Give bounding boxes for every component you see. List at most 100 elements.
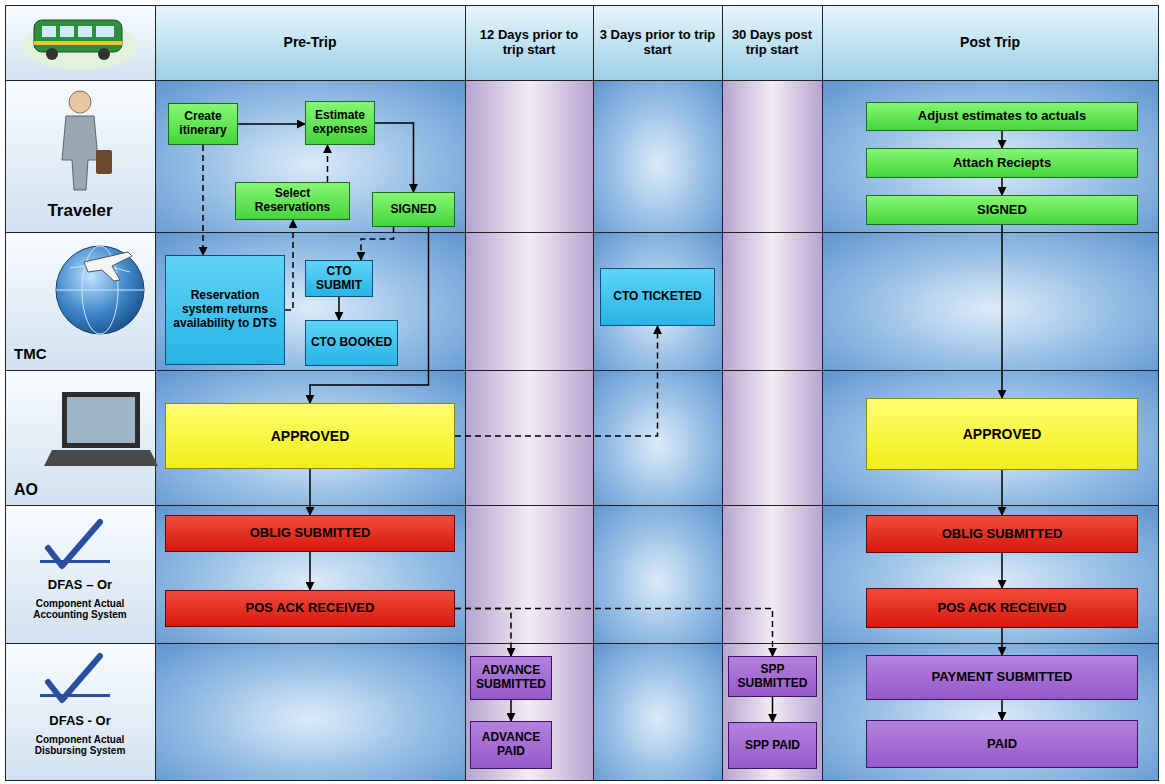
lane-cell — [5, 643, 156, 781]
dfas-check-logo — [40, 522, 110, 566]
box-text: SPP SUBMITTED — [733, 663, 812, 691]
lane-label: TMC — [10, 342, 70, 366]
lane-sublabel: Component Actual Accounting System — [8, 594, 152, 624]
lane-cell — [465, 80, 594, 233]
connector — [361, 227, 394, 260]
dfas-check-logo — [40, 656, 110, 700]
connector — [238, 123, 305, 125]
box-text: APPROVED — [271, 428, 350, 444]
box-text: Attach Reciepts — [953, 156, 1051, 171]
process-box: OBLIG SUBMITTED — [866, 515, 1138, 553]
connector — [1001, 225, 1003, 398]
box-text: CTO SUBMIT — [310, 265, 368, 293]
connector — [455, 609, 511, 657]
box-text: SIGNED — [977, 203, 1027, 218]
box-text: OBLIG SUBMITTED — [250, 526, 371, 541]
process-box: PAID — [866, 720, 1138, 768]
process-box: Adjust estimates to actuals — [866, 102, 1138, 131]
connector — [455, 326, 658, 436]
box-text: Reservation system returns availability … — [170, 289, 280, 330]
bus-icon — [22, 20, 138, 70]
column-header: 12 Days prior to trip start — [465, 5, 593, 80]
process-box: CTO TICKETED — [600, 268, 715, 326]
process-box: APPROVED — [165, 403, 455, 469]
connector — [1001, 700, 1003, 720]
column-header: 3 Days prior to trip start — [593, 5, 722, 80]
box-text: CTO BOOKED — [311, 336, 392, 350]
process-box: SIGNED — [866, 195, 1138, 225]
process-box: Reservation system returns availability … — [165, 255, 285, 365]
process-box: APPROVED — [866, 398, 1138, 470]
process-box: OBLIG SUBMITTED — [165, 515, 455, 552]
lane-cell — [722, 80, 823, 233]
process-box: SIGNED — [372, 192, 455, 227]
lane-cell — [465, 232, 594, 371]
connector — [1001, 470, 1003, 515]
lane-cell — [155, 643, 466, 781]
laptop-icon — [44, 392, 158, 466]
lane-cell — [593, 80, 723, 233]
column-header: 30 Days post trip start — [722, 5, 822, 80]
column-header: Pre-Trip — [155, 5, 465, 80]
connector — [1001, 553, 1003, 588]
box-text: Estimate expenses — [310, 109, 370, 137]
box-text: APPROVED — [963, 426, 1042, 442]
box-text: SPP PAID — [745, 739, 800, 753]
lane-sublabel: Component Actual Disbursing System — [8, 730, 152, 760]
globe-plane-icon — [56, 246, 144, 334]
process-box: CTO SUBMIT — [305, 260, 373, 297]
box-text: PAID — [987, 737, 1017, 752]
process-box: Estimate expenses — [305, 101, 375, 145]
box-text: Create itinerary — [173, 110, 233, 138]
box-text: ADVANCE SUBMITTED — [475, 664, 547, 692]
lane-cell — [593, 505, 723, 644]
box-text: SIGNED — [390, 203, 436, 217]
lane-cell — [722, 232, 823, 371]
box-text: POS ACK RECEIVED — [938, 601, 1067, 616]
process-box: Attach Reciepts — [866, 148, 1138, 178]
lane-label: AO — [10, 478, 60, 502]
lane-cell — [5, 505, 156, 644]
traveler-figure — [62, 91, 112, 190]
box-text: ADVANCE PAID — [475, 731, 547, 759]
box-text: OBLIG SUBMITTED — [942, 527, 1063, 542]
box-text: PAYMENT SUBMITTED — [932, 670, 1073, 685]
connector — [455, 609, 773, 657]
connector — [375, 123, 414, 192]
column-header: Post Trip — [822, 5, 1158, 80]
process-box: Select Reservations — [235, 182, 350, 220]
connector — [285, 220, 293, 310]
box-text: Select Reservations — [240, 187, 345, 215]
connector — [338, 297, 340, 320]
connector — [327, 145, 329, 182]
connector — [309, 469, 311, 515]
process-box: PAYMENT SUBMITTED — [866, 655, 1138, 700]
process-box: SPP PAID — [728, 722, 817, 769]
connector — [310, 227, 429, 403]
box-text: CTO TICKETED — [613, 290, 701, 304]
lane-cell — [593, 370, 723, 506]
connector — [1001, 131, 1003, 148]
lane-label: Traveler — [5, 196, 155, 226]
process-box: Create itinerary — [168, 103, 238, 145]
connector — [309, 552, 311, 590]
lane-cell — [722, 370, 823, 506]
process-box: POS ACK RECEIVED — [165, 590, 455, 627]
lane-cell — [822, 232, 1159, 371]
process-box: CTO BOOKED — [305, 320, 398, 366]
box-text: Adjust estimates to actuals — [918, 109, 1086, 124]
connector — [510, 700, 512, 721]
lane-label: DFAS - Or — [5, 712, 155, 730]
lane-cell — [593, 643, 723, 781]
lane-cell — [465, 505, 594, 644]
connector — [772, 697, 774, 722]
lane-label: DFAS – Or — [5, 576, 155, 594]
process-box: SPP SUBMITTED — [728, 656, 817, 697]
connector — [202, 145, 204, 255]
lane-cell — [465, 370, 594, 506]
box-text: POS ACK RECEIVED — [246, 601, 375, 616]
process-box: ADVANCE SUBMITTED — [470, 656, 552, 700]
connector — [1001, 178, 1003, 195]
process-box: ADVANCE PAID — [470, 721, 552, 769]
connector — [1001, 628, 1003, 655]
